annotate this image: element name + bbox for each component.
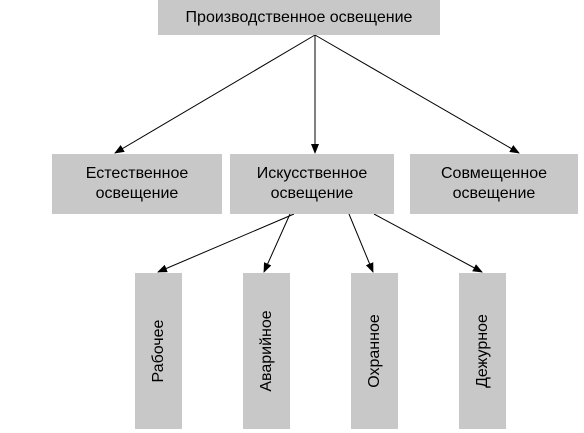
node-combined-lighting: Совмещенное освещение [410,154,578,214]
node-combined-lighting-line1: Совмещенное [440,165,548,182]
node-emergency-lighting: Аварийное [243,273,290,429]
arrow-root-to-natural [114,34,316,154]
node-combined-lighting-line2: освещение [452,185,536,202]
arrow-artificial-to-work [157,213,295,273]
arrow-root-to-combined [314,34,520,154]
node-artificial-lighting-line1: Искусственное [256,165,368,182]
node-working-lighting: Рабочее [135,273,182,429]
node-combined-lighting-label: Совмещенное освещение [441,164,547,204]
node-duty-lighting: Дежурное [459,273,506,429]
node-working-lighting-label: Рабочее [149,319,167,383]
node-natural-lighting-line2: освещение [95,185,179,202]
node-natural-lighting-label: Естественное освещение [86,164,189,204]
node-natural-lighting-line1: Естественное [85,165,189,182]
node-security-lighting: Охранное [351,273,398,429]
node-natural-lighting: Естественное освещение [52,154,222,214]
arrow-artificial-to-security [348,213,374,273]
arrow-artificial-to-duty [373,213,483,273]
node-duty-lighting-label: Дежурное [473,314,491,388]
node-industrial-lighting-label: Производственное освещение [185,8,413,26]
node-artificial-lighting-label: Искусственное освещение [257,164,368,204]
node-security-lighting-label: Охранное [365,314,383,388]
node-artificial-lighting: Искусственное освещение [230,154,394,214]
node-industrial-lighting: Производственное освещение [158,0,440,35]
arrow-artificial-to-emergency [263,213,291,273]
node-artificial-lighting-line2: освещение [270,185,354,202]
node-emergency-lighting-label: Аварийное [257,310,275,392]
